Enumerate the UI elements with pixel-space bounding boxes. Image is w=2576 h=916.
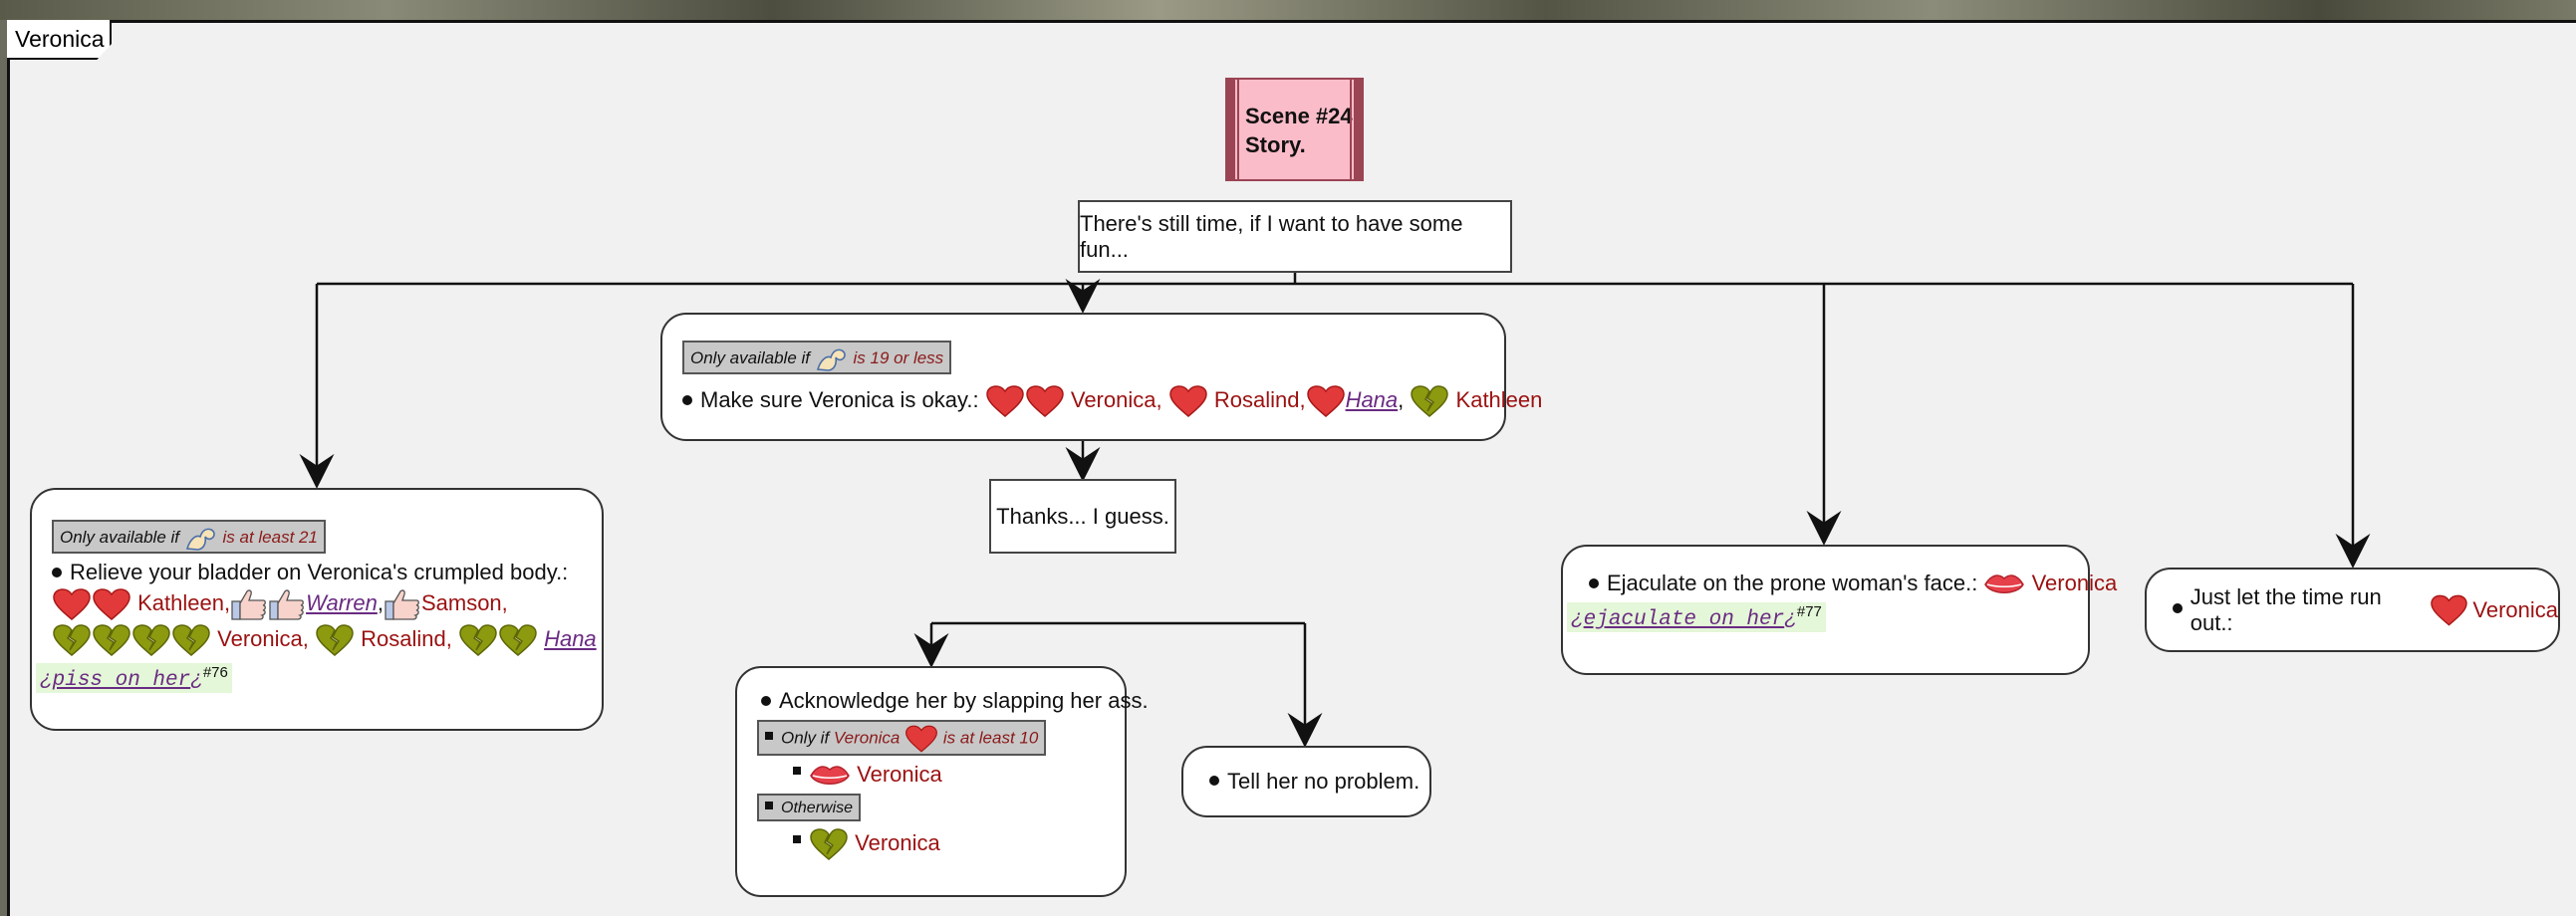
affected-character: Rosalind,: [1213, 386, 1306, 412]
availability-condition: Only available if is at least 21: [52, 520, 326, 554]
heart-icon: [93, 588, 130, 620]
choice-line: Make sure Veronica is okay.: Veronica, R…: [682, 384, 1542, 418]
choice-line: Ejaculate on the prone woman's face.: Ve…: [1589, 571, 2117, 598]
choice-ejaculate[interactable]: Ejaculate on the prone woman's face.: Ve…: [1561, 545, 2117, 675]
affected-character: Rosalind,: [361, 625, 452, 651]
scene-number: Scene #24: [1245, 104, 1353, 128]
otherwise-condition: Otherwise: [757, 794, 862, 822]
broken-heart-icon: [93, 624, 130, 656]
bullet: [1209, 775, 1219, 786]
requirement-condition: Only if Veronica is at least 10: [757, 720, 1047, 756]
thumbs-up-icon: [385, 589, 419, 620]
character-link-hana[interactable]: Hana: [1345, 386, 1399, 412]
choice-line: Acknowledge her by slapping her ass.: [761, 688, 1149, 714]
choice-line: Relieve your bladder on Veronica's crump…: [52, 560, 602, 585]
affected-character: Veronica: [857, 762, 942, 787]
choice-no-problem[interactable]: Tell her no problem.: [1181, 746, 1431, 817]
affected-character: Veronica,: [1070, 386, 1162, 412]
affected-character: Samson,: [420, 589, 508, 615]
character-link-hana[interactable]: Hana: [544, 625, 597, 651]
scene-type: Story.: [1245, 132, 1306, 157]
choice-slap[interactable]: Acknowledge her by slapping her ass. Onl…: [735, 666, 1149, 897]
choice-label: Make sure Veronica is okay.:: [700, 386, 979, 412]
heart-icon: [2431, 594, 2468, 626]
heart-icon: [985, 385, 1024, 417]
broken-heart-icon: [459, 624, 497, 656]
statement-text: Thanks... I guess.: [996, 503, 1169, 529]
broken-heart-icon: [810, 828, 848, 861]
background-strip: [0, 0, 2576, 20]
heart-icon: [53, 588, 91, 620]
result-else: Veronica: [793, 827, 1125, 861]
statement-thanks: Thanks... I guess.: [989, 479, 1176, 554]
flexing-arm-icon: [185, 528, 215, 551]
bullet: [761, 695, 771, 706]
kiss-lips-icon: [1984, 574, 2025, 594]
kiss-lips-icon: [810, 766, 850, 786]
flexing-arm-icon: [816, 348, 846, 371]
affected-character: Kathleen,: [137, 589, 231, 615]
choice-label: Acknowledge her by slapping her ass.: [779, 688, 1149, 713]
frame-title: Veronica: [7, 20, 112, 60]
action-tag[interactable]: ¿piss on her¿#76: [36, 663, 232, 693]
root-statement: There's still time, if I want to have so…: [1078, 200, 1512, 273]
availability-condition: Only available if is 19 or less: [682, 341, 952, 374]
choice-make-sure-okay[interactable]: Only available if is 19 or less Make sur…: [660, 313, 1542, 441]
effects-line-2: Veronica, Rosalind, Hana: [52, 623, 602, 657]
affected-character: Veronica: [2031, 571, 2118, 595]
heart-icon: [1025, 385, 1064, 417]
bullet: [52, 567, 62, 577]
choice-time-run-out[interactable]: Just let the time run out.: Veronica: [2145, 568, 2560, 652]
choice-label: Just let the time run out.:: [2190, 583, 2382, 635]
broken-heart-icon: [172, 624, 210, 656]
choice-relieve-bladder[interactable]: Only available if is at least 21 Relieve…: [30, 488, 604, 731]
broken-heart-icon: [316, 624, 354, 656]
heart-icon: [1168, 385, 1207, 417]
tag-line: ¿piss on her¿#76: [36, 663, 602, 693]
bullet: [2173, 603, 2183, 613]
action-tag[interactable]: ¿ejaculate on her¿#77: [1567, 602, 1826, 633]
heart-icon: [905, 725, 938, 753]
choice-label: Relieve your bladder on Veronica's crump…: [70, 560, 569, 584]
heart-icon: [1306, 385, 1345, 417]
affected-character: Veronica: [855, 830, 940, 855]
broken-heart-icon: [1411, 385, 1449, 417]
result-if: Veronica: [793, 762, 1125, 790]
broken-heart-icon: [499, 624, 537, 656]
broken-heart-icon: [132, 624, 170, 656]
bullet: [1589, 577, 1599, 588]
character-link-warren[interactable]: Warren: [306, 589, 378, 615]
affected-character: Veronica: [2472, 596, 2558, 622]
thumbs-up-icon: [269, 589, 304, 620]
root-text: There's still time, if I want to have so…: [1080, 210, 1463, 262]
choice-label: Tell her no problem.: [1227, 769, 1420, 794]
bullet: [682, 394, 692, 405]
thumbs-up-icon: [231, 589, 266, 620]
scene-box: Scene #24 Story.: [1225, 78, 1364, 181]
choice-label: Ejaculate on the prone woman's face.:: [1607, 571, 1978, 595]
broken-heart-icon: [53, 624, 91, 656]
affected-character: Kathleen: [1455, 386, 1543, 412]
affected-character: Veronica,: [217, 625, 309, 651]
effects-line-1: Kathleen,Warren,Samson,: [32, 587, 602, 621]
tag-line: ¿ejaculate on her¿#77: [1567, 602, 2088, 633]
